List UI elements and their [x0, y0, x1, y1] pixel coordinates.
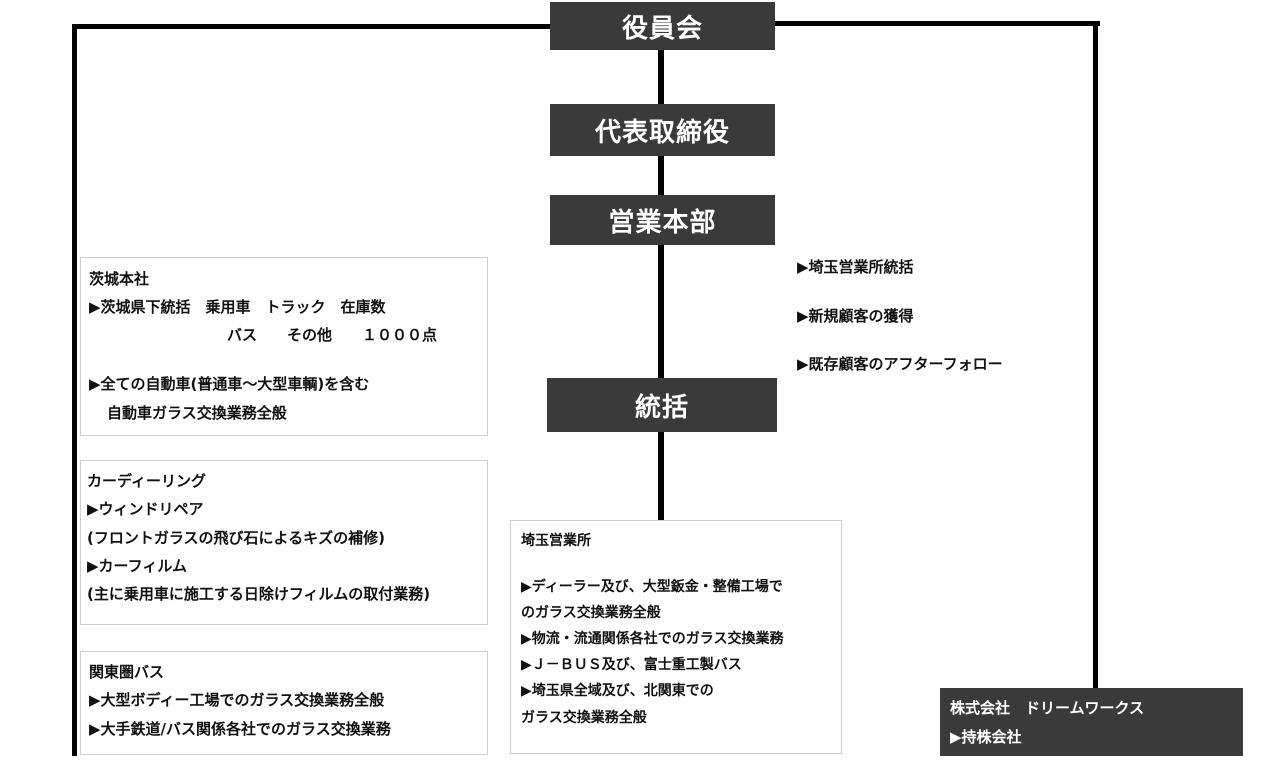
- kanto-bus-line: ▶大手鉄道/バス関係各社でのガラス交換業務: [89, 720, 391, 738]
- saitama-line: ▶物流・流通関係各社でのガラス交換業務: [521, 631, 784, 647]
- saitama-line: ▶埼玉県全域及び、北関東での: [521, 683, 714, 699]
- car-dealing-line: ▶ウィンドリペア: [87, 500, 204, 518]
- connector-top-left: [72, 24, 552, 29]
- connector-right-vertical: [1093, 21, 1098, 691]
- sales-duty-item: ▶既存顧客のアフターフォロー: [797, 355, 1003, 373]
- ibaraki-line: バス その他 １０００点: [227, 326, 438, 344]
- connector-left-vertical: [72, 24, 77, 756]
- ceo-box: 代表取締役: [550, 104, 775, 156]
- sales-hq-box: 営業本部: [550, 195, 775, 245]
- kanto-bus-title: 関東圏バス: [89, 663, 165, 681]
- ibaraki-line: 自動車ガラス交換業務全般: [107, 404, 287, 422]
- car-dealing-line: (主に乗用車に施工する日除けフィルムの取付業務): [87, 585, 431, 603]
- saitama-line: のガラス交換業務全般: [521, 605, 661, 621]
- car-dealing-line: (フロントガラスの飛び石によるキズの補修): [87, 529, 385, 547]
- sales-duty-item: ▶埼玉営業所統括: [797, 258, 914, 276]
- sales-duty-item: ▶新規顧客の獲得: [797, 307, 914, 325]
- saitama-title: 埼玉営業所: [521, 533, 591, 549]
- holding-company-name: 株式会社 ドリームワークス: [950, 699, 1145, 717]
- oversight-box: 統括: [547, 378, 777, 432]
- saitama-line: ▶ディーラー及び、大型鈑金・整備工場で: [521, 579, 783, 595]
- kanto-bus-line: ▶大型ボディー工場でのガラス交換業務全般: [89, 691, 385, 709]
- holding-company-role: ▶持株会社: [950, 728, 1022, 746]
- ibaraki-line: ▶全ての自動車(普通車～大型車輌)を含む: [89, 375, 370, 393]
- connector-center-vertical: [658, 48, 664, 520]
- ibaraki-line: ▶茨城県下統括 乗用車 トラック 在庫数: [89, 298, 386, 316]
- connector-top-right: [772, 21, 1100, 26]
- saitama-office-panel: 埼玉営業所 ▶ディーラー及び、大型鈑金・整備工場で のガラス交換業務全般 ▶物流…: [510, 520, 842, 754]
- car-dealing-line: ▶カーフィルム: [87, 557, 188, 575]
- car-dealing-title: カーディーリング: [87, 472, 206, 490]
- kanto-bus-panel: 関東圏バス ▶大型ボディー工場でのガラス交換業務全般 ▶大手鉄道/バス関係各社で…: [80, 651, 488, 755]
- car-dealing-panel: カーディーリング ▶ウィンドリペア (フロントガラスの飛び石によるキズの補修) …: [80, 460, 488, 625]
- holding-company-box: 株式会社 ドリームワークス ▶持株会社: [940, 688, 1243, 756]
- saitama-line: ガラス交換業務全般: [521, 710, 647, 726]
- saitama-line: ▶Ｊ－ＢＵＳ及び、富士重工製バス: [521, 657, 742, 673]
- ibaraki-hq-panel: 茨城本社 ▶茨城県下統括 乗用車 トラック 在庫数 バス その他 １０００点 ▶…: [80, 257, 488, 436]
- ibaraki-title: 茨城本社: [89, 270, 150, 288]
- board-box: 役員会: [550, 2, 775, 50]
